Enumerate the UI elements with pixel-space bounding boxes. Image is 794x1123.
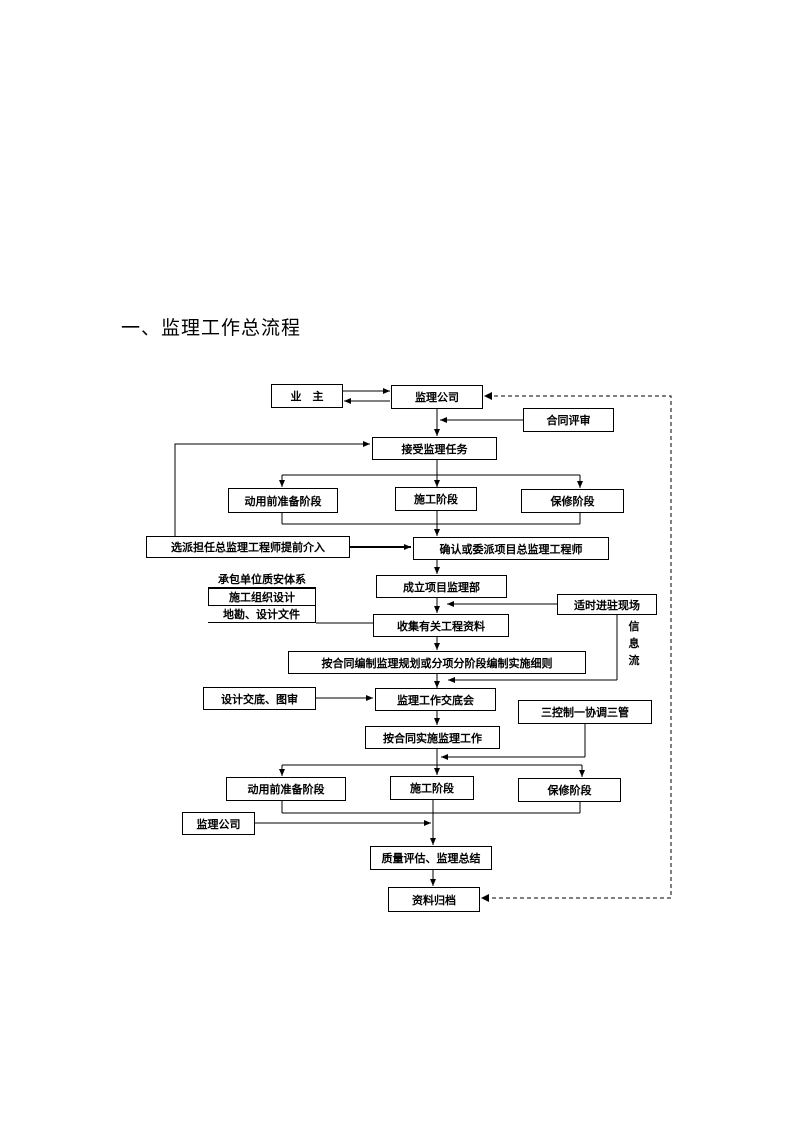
construction-stage-box-2: 施工阶段 [390, 776, 474, 800]
confirm-chief-box: 确认或委派项目总监理工程师 [413, 537, 609, 560]
contractor-quality-box: 承包单位质安体系 [208, 570, 316, 588]
pre-stage-box-1: 动用前准备阶段 [228, 488, 338, 513]
company-top-box: 监理公司 [391, 385, 483, 409]
select-chief-box: 选派担任总监理工程师提前介入 [146, 536, 350, 558]
warranty-stage-box-1: 保修阶段 [521, 489, 624, 513]
quality-eval-box: 质量评估、监理总结 [370, 846, 492, 870]
prepare-plan-box: 按合同编制监理规划或分项分阶段编制实施细则 [288, 651, 586, 674]
establish-dept-box: 成立项目监理部 [376, 575, 507, 598]
survey-design-box: 地勘、设计文件 [208, 606, 316, 623]
owner-box: 业 主 [271, 384, 343, 408]
contract-review-box: 合同评审 [523, 408, 614, 432]
accept-task-box: 接受监理任务 [372, 437, 497, 460]
page-title: 一、监理工作总流程 [121, 317, 302, 339]
three-control-box: 三控制一协调三管 [518, 700, 652, 724]
timely-site-box: 适时进驻现场 [557, 594, 657, 615]
design-review-box: 设计交底、图审 [203, 687, 316, 710]
company-bottom-box: 监理公司 [182, 812, 255, 835]
construction-design-box: 施工组织设计 [208, 588, 316, 606]
construction-stage-box-1: 施工阶段 [395, 487, 477, 511]
warranty-stage-box-2: 保修阶段 [518, 778, 621, 802]
archive-box: 资料归档 [388, 887, 480, 912]
collect-docs-box: 收集有关工程资料 [373, 614, 509, 637]
info-flow-label: 信息流 [628, 620, 640, 667]
pre-stage-box-2: 动用前准备阶段 [226, 777, 346, 801]
implement-box: 按合同实施监理工作 [365, 726, 500, 749]
work-meeting-box: 监理工作交底会 [375, 688, 496, 711]
